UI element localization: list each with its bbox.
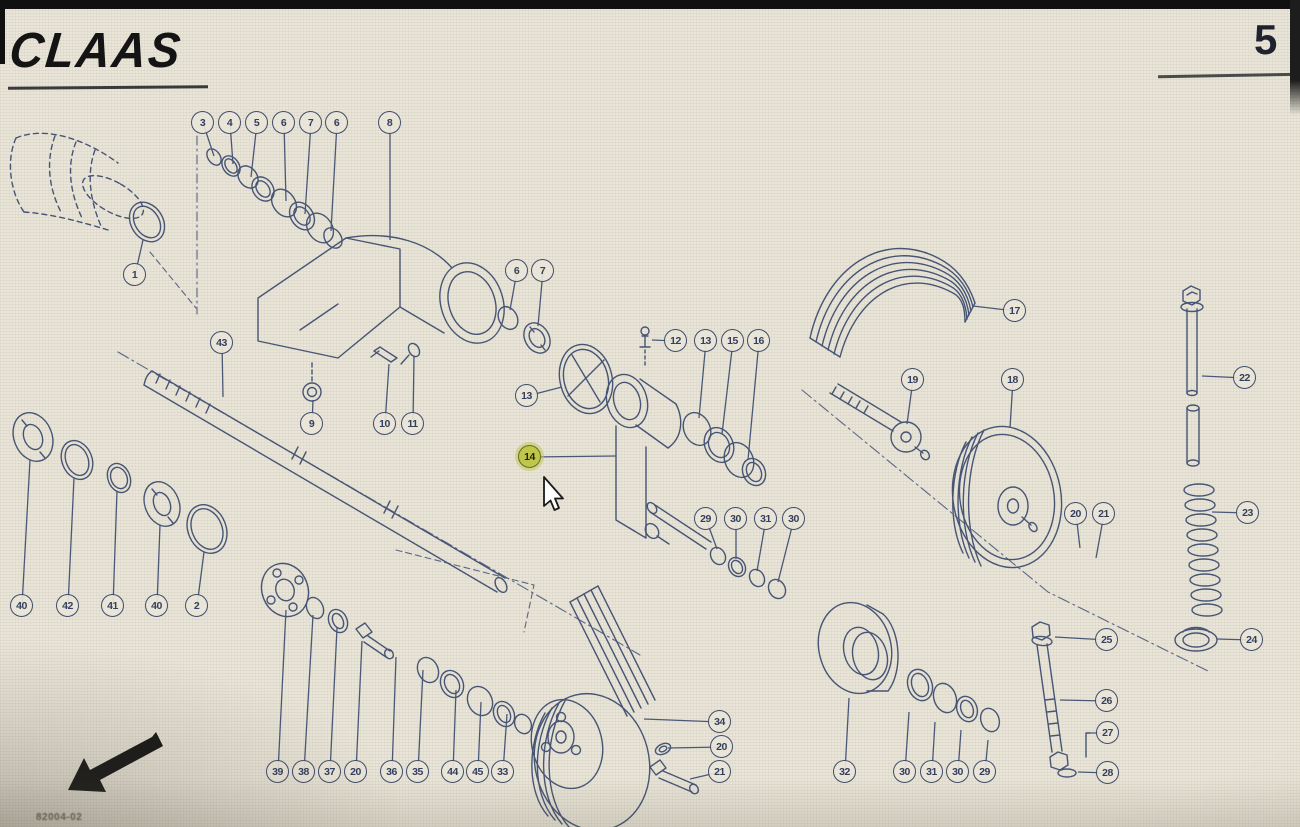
main-shaft <box>143 370 508 594</box>
balloon-42[interactable]: 42 <box>56 594 79 617</box>
balloon-40[interactable]: 40 <box>145 594 168 617</box>
balloon-24[interactable]: 24 <box>1240 628 1263 651</box>
bushing-32 <box>817 601 899 695</box>
hub-flange <box>260 562 310 618</box>
balloon-35[interactable]: 35 <box>406 760 429 783</box>
balloon-6[interactable]: 6 <box>505 259 528 282</box>
balloon-10[interactable]: 10 <box>373 412 396 435</box>
balloon-43[interactable]: 43 <box>210 331 233 354</box>
balloon-5[interactable]: 5 <box>245 111 268 134</box>
balloon-31[interactable]: 31 <box>754 507 777 530</box>
cursor-arrow-icon <box>543 476 564 511</box>
photo-top-edge <box>0 0 1300 9</box>
balloon-32[interactable]: 32 <box>833 760 856 783</box>
grease-fitting <box>639 326 651 369</box>
balloon-31[interactable]: 31 <box>920 760 943 783</box>
balloon-30[interactable]: 30 <box>946 760 969 783</box>
balloon-30[interactable]: 30 <box>724 507 747 530</box>
balloon-30[interactable]: 30 <box>893 760 916 783</box>
balloon-45[interactable]: 45 <box>466 760 489 783</box>
balloon-20[interactable]: 20 <box>344 760 367 783</box>
bottom-bolt <box>649 742 700 795</box>
small-ring-group <box>709 546 787 600</box>
back-arrow[interactable] <box>60 732 170 807</box>
balloon-3[interactable]: 3 <box>191 111 214 134</box>
pulley-large <box>951 425 1063 569</box>
balloon-30[interactable]: 30 <box>782 507 805 530</box>
balloon-41[interactable]: 41 <box>101 594 124 617</box>
ring-stack-right <box>906 668 1001 733</box>
balloon-25[interactable]: 25 <box>1095 628 1118 651</box>
bolt-assembly <box>1031 621 1091 778</box>
shaft-small-parts <box>305 596 533 735</box>
balloon-26[interactable]: 26 <box>1095 689 1118 712</box>
balloon-7[interactable]: 7 <box>531 259 554 282</box>
balloon-20[interactable]: 20 <box>1064 502 1087 525</box>
back-arrow-icon <box>68 732 163 792</box>
bolt-and-sleeve <box>1180 285 1204 467</box>
balloon-13[interactable]: 13 <box>694 329 717 352</box>
drive-housing <box>257 234 505 402</box>
balloon-6[interactable]: 6 <box>325 111 348 134</box>
balloon-40[interactable]: 40 <box>10 594 33 617</box>
mouse-cursor <box>543 476 569 517</box>
balloon-33[interactable]: 33 <box>491 760 514 783</box>
balloon-1[interactable]: 1 <box>123 263 146 286</box>
dashed-spline-shaft <box>9 132 145 231</box>
ring-stack-mid <box>682 411 767 487</box>
splined-stub-shaft <box>829 383 931 461</box>
belt-strands <box>569 585 656 717</box>
balloon-39[interactable]: 39 <box>266 760 289 783</box>
balloon-36[interactable]: 36 <box>380 760 403 783</box>
photo-left-edge <box>0 0 5 64</box>
large-ring <box>558 343 614 415</box>
left-bearing-set <box>12 412 228 554</box>
balloon-21[interactable]: 21 <box>708 760 731 783</box>
balloon-28[interactable]: 28 <box>1096 761 1119 784</box>
balloon-21[interactable]: 21 <box>1092 502 1115 525</box>
balloon-16[interactable]: 16 <box>747 329 770 352</box>
balloon-20[interactable]: 20 <box>710 735 733 758</box>
balloon-15[interactable]: 15 <box>721 329 744 352</box>
balloon-17[interactable]: 17 <box>1003 299 1026 322</box>
doc-code: 82004-02 <box>36 812 83 823</box>
page-number: 5 <box>1254 16 1278 63</box>
tension-spring <box>1183 483 1223 617</box>
balloon-12[interactable]: 12 <box>664 329 687 352</box>
balloon-6[interactable]: 6 <box>272 111 295 134</box>
balloon-23[interactable]: 23 <box>1236 501 1259 524</box>
balloon-22[interactable]: 22 <box>1233 366 1256 389</box>
balloon-34[interactable]: 34 <box>708 710 731 733</box>
washer-nut-24 <box>1174 626 1218 652</box>
balloon-2[interactable]: 2 <box>185 594 208 617</box>
balloon-37[interactable]: 37 <box>318 760 341 783</box>
balloon-38[interactable]: 38 <box>292 760 315 783</box>
balloon-14[interactable]: 14 <box>518 445 541 468</box>
mid-bearing-rings <box>497 305 551 354</box>
balloon-7[interactable]: 7 <box>299 111 322 134</box>
balloon-19[interactable]: 19 <box>901 368 924 391</box>
balloon-18[interactable]: 18 <box>1001 368 1024 391</box>
balloon-13[interactable]: 13 <box>515 384 538 407</box>
pulley-small <box>530 692 651 827</box>
balloon-29[interactable]: 29 <box>973 760 996 783</box>
o-ring-1 <box>128 201 166 243</box>
balloon-29[interactable]: 29 <box>694 507 717 530</box>
balloon-27[interactable]: 27 <box>1096 721 1119 744</box>
balloon-9[interactable]: 9 <box>300 412 323 435</box>
balloon-44[interactable]: 44 <box>441 760 464 783</box>
balloon-11[interactable]: 11 <box>401 412 424 435</box>
tensioner-bushing <box>605 373 712 550</box>
photo-right-edge <box>1290 0 1300 115</box>
seal-ring-chain <box>206 148 343 249</box>
balloon-4[interactable]: 4 <box>218 111 241 134</box>
balloon-8[interactable]: 8 <box>378 111 401 134</box>
claas-logo: CLAAS <box>7 21 185 78</box>
ribbed-belt <box>809 247 976 358</box>
